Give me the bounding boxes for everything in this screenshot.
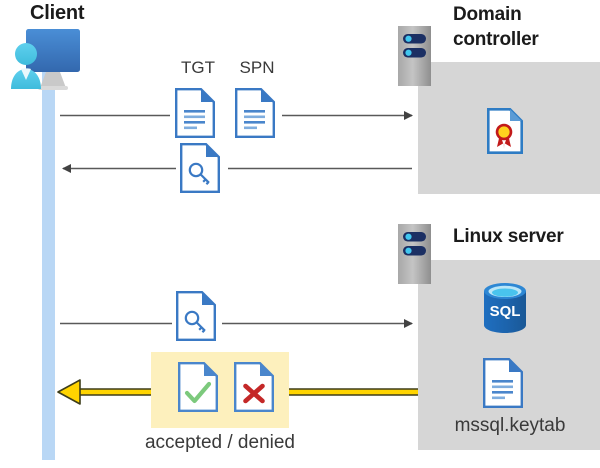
keytab-filename-label: mssql.keytab [454, 415, 566, 436]
denied-document-icon [234, 362, 274, 412]
tgt-label: TGT [181, 58, 215, 77]
tgt-document-icon [175, 88, 215, 138]
accepted-document-icon [178, 362, 218, 412]
domain-controller-title: Domain controller [453, 2, 600, 52]
client-title: Client [30, 2, 85, 24]
service-ticket-key-document-icon [176, 291, 216, 341]
certificate-document-icon [487, 108, 523, 154]
ticket-key-document-icon [180, 143, 220, 193]
client-lifeline [42, 70, 55, 460]
accepted-denied-label: accepted / denied [144, 432, 295, 453]
domain-controller-title-line1: Domain [453, 4, 522, 25]
spn-label: SPN [239, 58, 275, 77]
linux-server-title: Linux server [453, 226, 564, 247]
sql-database-icon: SQL [484, 283, 526, 333]
client-computer-user-icon [11, 29, 80, 90]
server-rack-icon [398, 224, 431, 284]
server-rack-icon [398, 26, 431, 86]
domain-controller-title-line2: controller [453, 29, 539, 50]
svg-text:SQL: SQL [490, 303, 521, 320]
spn-document-icon [235, 88, 275, 138]
keytab-document-icon [483, 358, 523, 408]
